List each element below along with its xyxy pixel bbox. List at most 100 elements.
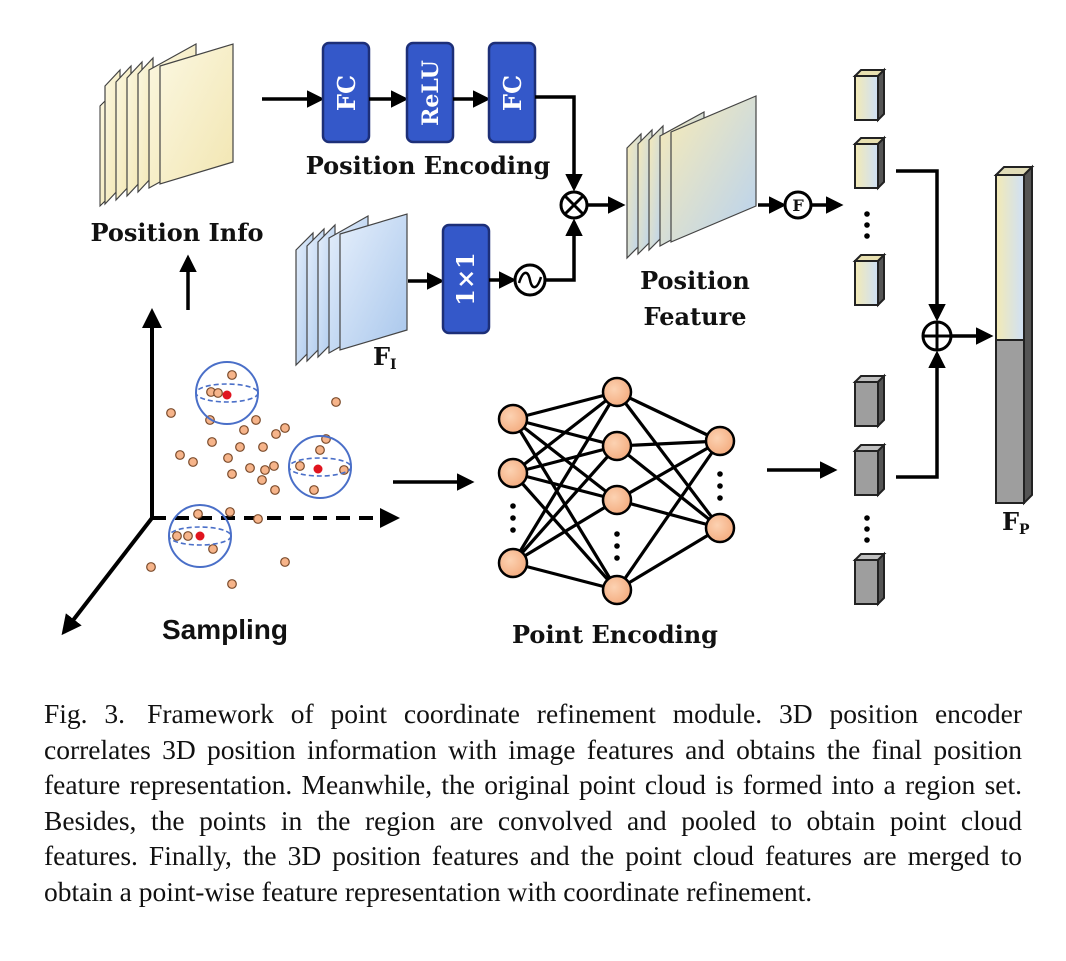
- cloud-point: [227, 469, 237, 479]
- cloud-point: [172, 531, 182, 541]
- nn-node: [704, 425, 736, 457]
- caption-text: Framework of point coordinate refinement…: [44, 698, 1022, 907]
- nn-node: [497, 457, 529, 489]
- cloud-point: [258, 442, 268, 452]
- plus-operator: [921, 320, 953, 352]
- cloud-point: [166, 408, 176, 418]
- cloud-point: [257, 475, 267, 485]
- position-encoding-label: Position Encoding: [306, 151, 551, 180]
- cloud-point: [239, 425, 249, 435]
- nn-edge: [616, 444, 721, 530]
- nn-edge: [512, 471, 618, 502]
- nn-node: [601, 430, 633, 462]
- relu-block: ReLU: [405, 41, 455, 144]
- nn-node: [601, 484, 633, 516]
- sampling-sphere-3: [168, 504, 232, 568]
- fp-output-column: [993, 164, 1035, 506]
- fp-label: FP: [1002, 507, 1030, 538]
- conv-label: 1×1: [451, 252, 480, 306]
- position-feature-stack: [626, 95, 757, 260]
- multiply-operator: [559, 190, 589, 220]
- fp-subscript: P: [1019, 522, 1030, 538]
- caption-label: Fig. 3.: [44, 698, 126, 729]
- point-feature-columns: [852, 373, 887, 607]
- cloud-point: [280, 423, 290, 433]
- nn-edge: [615, 440, 722, 591]
- conv-1x1-block: 1×1: [441, 223, 491, 335]
- fp-main: F: [1002, 507, 1019, 536]
- point-encoding-network: [497, 376, 736, 606]
- cloud-point: [227, 370, 237, 380]
- nn-node: [601, 574, 633, 606]
- framework-diagram: Position Info FC ReLU FC Position Encodi…: [61, 41, 1035, 649]
- cloud-point: [227, 579, 237, 589]
- nn-edge: [512, 390, 618, 475]
- point-cloud: [146, 370, 349, 589]
- nn-edge: [615, 391, 722, 529]
- fc-block-2: FC: [487, 41, 537, 144]
- fc-label-1: FC: [332, 75, 361, 111]
- nn-edge: [512, 444, 618, 475]
- position-feature-columns: [852, 67, 887, 308]
- cloud-point: [269, 461, 279, 471]
- sampling-sphere-1: [195, 361, 259, 425]
- f1-label: FI: [373, 342, 397, 373]
- cloud-point: [253, 514, 263, 524]
- flatten-operator: F: [783, 190, 813, 220]
- cloud-point: [175, 450, 185, 460]
- cloud-point: [309, 485, 319, 495]
- position-feature-label-2: Feature: [644, 302, 747, 331]
- nn-edge: [616, 390, 721, 443]
- cloud-point: [295, 461, 305, 471]
- ellipsis-dot: [510, 503, 516, 509]
- nn-node: [497, 403, 529, 435]
- ellipsis-dot: [510, 527, 516, 533]
- f-circle-label: F: [792, 196, 804, 215]
- position-feature-label-1: Position: [640, 266, 750, 295]
- cloud-point: [245, 463, 255, 473]
- cloud-point: [213, 388, 223, 398]
- position-info-stack: [99, 42, 234, 208]
- sampling-sphere-2: [288, 435, 352, 499]
- fc-label-2: FC: [498, 75, 527, 111]
- cloud-point: [225, 507, 235, 517]
- f1-subscript: I: [390, 357, 397, 373]
- cloud-point: [207, 437, 217, 447]
- ellipsis-dot: [717, 495, 723, 501]
- cloud-point: [223, 453, 233, 463]
- cloud-point: [208, 544, 218, 554]
- ellipsis-dot: [614, 555, 620, 561]
- point-encoding-label: Point Encoding: [512, 620, 718, 649]
- nn-edge: [512, 390, 618, 421]
- sampling-axes: [61, 308, 400, 636]
- cloud-point: [183, 531, 193, 541]
- f1-main: F: [373, 342, 390, 371]
- relu-label: ReLU: [418, 60, 444, 126]
- image-feature-stack: [295, 213, 408, 367]
- nn-edge: [511, 391, 619, 564]
- nn-edge: [616, 439, 721, 502]
- ellipsis-dot: [614, 543, 620, 549]
- cloud-point: [235, 442, 245, 452]
- nn-edge: [512, 498, 618, 565]
- cloud-point: [271, 429, 281, 439]
- cloud-point: [193, 509, 203, 519]
- nn-node: [704, 512, 736, 544]
- cloud-point: [280, 557, 290, 567]
- ellipsis-dot: [717, 471, 723, 477]
- nn-node: [497, 547, 529, 579]
- cloud-point: [270, 485, 280, 495]
- position-info-label: Position Info: [90, 218, 263, 247]
- cloud-point: [331, 397, 341, 407]
- nn-edge: [512, 561, 618, 592]
- ellipsis-dot: [717, 483, 723, 489]
- cloud-point: [251, 415, 261, 425]
- activation-icon: [513, 263, 547, 297]
- ellipsis-dot: [510, 515, 516, 521]
- nn-node: [601, 376, 633, 408]
- cloud-point: [146, 562, 156, 572]
- cloud-point: [188, 457, 198, 467]
- ellipsis-dot: [614, 531, 620, 537]
- nn-edge: [616, 526, 721, 592]
- cloud-point: [315, 445, 325, 455]
